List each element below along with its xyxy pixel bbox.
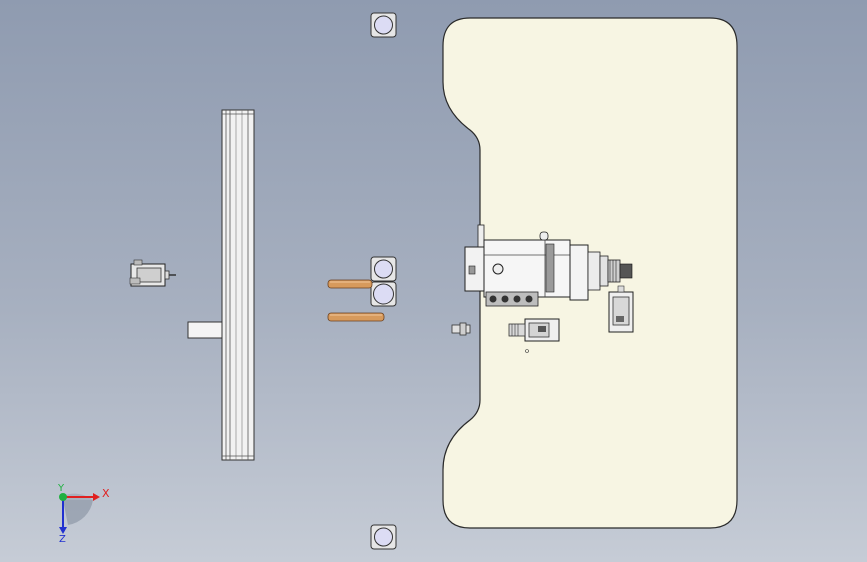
round-fixture-icon[interactable] <box>370 12 397 38</box>
drive-module[interactable] <box>508 318 560 353</box>
locating-pin[interactable] <box>451 322 471 336</box>
spindle-assembly-icon[interactable] <box>464 224 633 307</box>
z-axis-label: Z <box>59 534 66 545</box>
x-axis-label: X <box>102 487 110 500</box>
round-fixture-icon[interactable] <box>370 524 397 550</box>
copper-rod[interactable] <box>327 279 373 289</box>
mounting-bracket[interactable] <box>187 321 223 339</box>
round-fixture-icon[interactable] <box>370 281 397 307</box>
axis-triad <box>59 493 100 534</box>
y-axis-label: Y <box>57 483 65 494</box>
servo-motor-icon[interactable] <box>129 259 176 287</box>
servo-motor-vertical[interactable] <box>608 285 634 333</box>
round-fixture-icon[interactable] <box>370 256 397 282</box>
aluminum-profile-rail[interactable] <box>221 109 255 461</box>
copper-rod[interactable] <box>327 312 385 322</box>
